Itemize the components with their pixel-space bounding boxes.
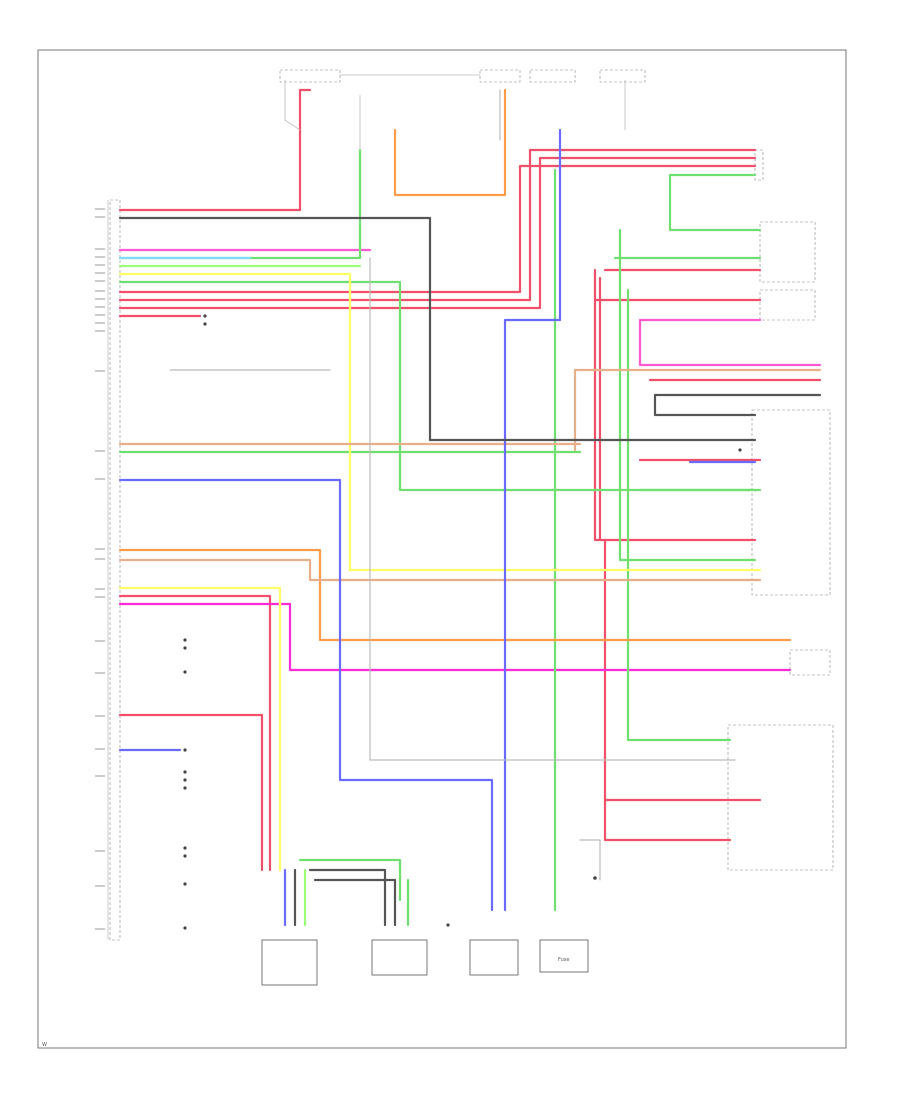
top-fuse-box-1 bbox=[279, 69, 341, 83]
wire-dark-gray-1 bbox=[118, 216, 757, 442]
connector-label: Fuse bbox=[558, 957, 569, 963]
bottom-component-3 bbox=[469, 939, 519, 976]
wire-green-8 bbox=[626, 288, 732, 742]
wire-dark-gray-2 bbox=[653, 393, 757, 417]
left-module-box bbox=[109, 199, 121, 941]
right-module-box-5 bbox=[727, 724, 834, 871]
wire-red-10 bbox=[118, 594, 272, 872]
right-module-box-6 bbox=[789, 649, 831, 676]
wire-tan-2 bbox=[573, 368, 822, 452]
wire-red-6 bbox=[593, 268, 757, 542]
right-module-box-1 bbox=[754, 149, 764, 181]
wire-green-1 bbox=[118, 280, 757, 492]
wire-red-4 bbox=[118, 164, 757, 294]
right-module-box-2 bbox=[759, 221, 816, 283]
wire-light-gray-1 bbox=[369, 257, 736, 761]
wire-pink-3 bbox=[118, 602, 792, 672]
wire-green-7 bbox=[618, 228, 757, 562]
wire-yellow-1 bbox=[118, 272, 762, 572]
wire-red-3 bbox=[118, 156, 757, 310]
wire-drop-4 bbox=[308, 868, 387, 927]
top-fuse-box-2 bbox=[479, 69, 521, 83]
junction-dots bbox=[183, 314, 742, 930]
bottom-component-2 bbox=[371, 939, 428, 976]
footer-code: W bbox=[42, 1042, 47, 1048]
wire-green-10 bbox=[298, 858, 402, 902]
wire-tan-1 bbox=[118, 558, 762, 582]
wire-red-2 bbox=[118, 148, 757, 302]
wire-orange-1 bbox=[118, 548, 792, 642]
wire-green-2 bbox=[118, 148, 362, 260]
wire-yellow-2 bbox=[118, 586, 282, 872]
wire-orange-2 bbox=[393, 88, 507, 197]
right-module-box-4 bbox=[751, 409, 831, 596]
bottom-component-4 bbox=[539, 939, 589, 973]
diagram-frame bbox=[37, 49, 847, 1049]
wire-group bbox=[118, 88, 822, 927]
wire-blue-1 bbox=[118, 478, 494, 912]
top-feed-lines bbox=[284, 74, 626, 150]
wire-red-9 bbox=[118, 713, 264, 872]
wire-pink-2 bbox=[638, 318, 822, 367]
wire-green-5 bbox=[668, 173, 762, 232]
right-module-box-3 bbox=[759, 289, 816, 321]
wire-red-1 bbox=[118, 88, 312, 212]
top-fuse-box-3 bbox=[529, 69, 576, 83]
wire-red-12 bbox=[603, 538, 732, 842]
bottom-component-1 bbox=[261, 939, 318, 986]
wire-blue-2 bbox=[503, 128, 562, 912]
pin-label-ticks bbox=[95, 208, 105, 930]
top-fuse-box-4 bbox=[599, 69, 646, 83]
wire-drop-5 bbox=[313, 878, 397, 927]
wire-light-gray-3 bbox=[579, 839, 601, 881]
